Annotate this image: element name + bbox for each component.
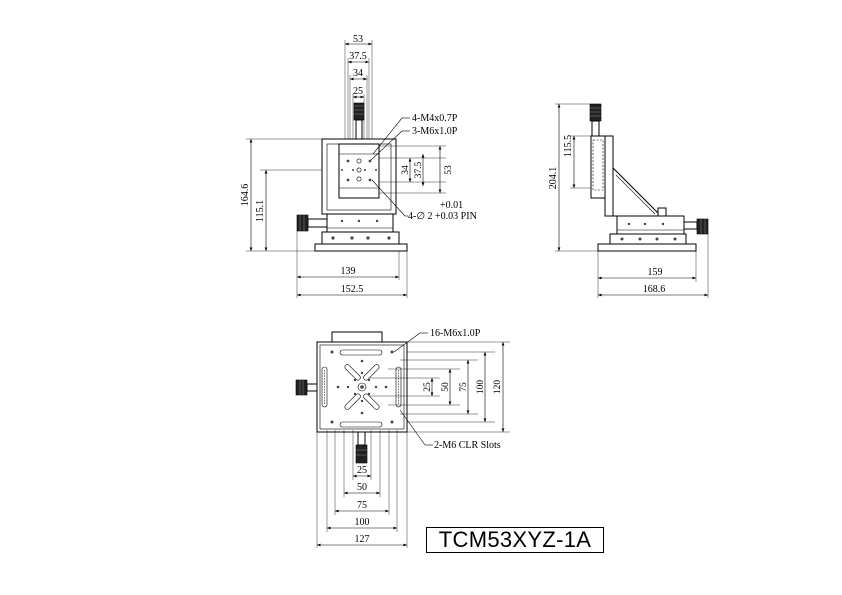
dim-front-top-37-5: 37.5 [349,51,367,62]
callout-4-m4-thread: 4-M4x0.7P [412,113,458,124]
dim-top-right-100: 100 [476,380,486,395]
front-view: 53 37.5 34 25 [240,34,477,298]
dim-side-159: 159 [648,267,663,278]
dim-side-168-6: 168.6 [643,284,666,295]
callout-16-m6-thread: 16-M6x1.0P [430,328,481,339]
dim-front-bottom-139: 139 [341,266,356,277]
dim-front-left-164-6: 164.6 [240,184,251,207]
dim-top-bottom-75: 75 [357,500,367,511]
dim-front-left-115-1: 115.1 [255,200,266,222]
top-view: 16-M6x1.0P 2-M6 CLR Slots 25 50 75 100 1… [295,328,510,548]
dim-front-top-53: 53 [353,34,363,45]
dim-top-bottom-100: 100 [355,517,370,528]
dim-front-top-25: 25 [353,86,363,97]
dim-top-right-75: 75 [459,382,469,392]
side-view: 115.5 204.1 159 168.6 [548,103,709,298]
dim-front-top-34: 34 [353,68,363,79]
dim-top-right-25: 25 [423,382,433,392]
callout-3-m6-thread: 3-M6x1.0P [412,126,458,137]
dim-top-bottom-50: 50 [357,482,367,493]
dim-side-204-1: 204.1 [548,167,559,190]
dim-front-bottom-152-5: 152.5 [341,284,364,295]
dim-top-bottom-127: 127 [355,534,370,545]
pin-tolerance-upper: +0.01 [440,200,463,211]
dim-top-right-120: 120 [493,380,503,395]
dim-top-right-50: 50 [441,382,451,392]
callout-clr-slots: 2-M6 CLR Slots [434,440,501,451]
model-label: TCM53XYZ-1A [438,527,592,552]
dim-front-right-37-5: 37.5 [414,161,424,178]
dim-front-right-34: 34 [401,165,411,175]
callout-pin: 4-∅ 2 +0.03 PIN [408,211,477,222]
model-title-box: TCM53XYZ-1A [426,527,604,553]
dim-top-bottom-25: 25 [357,465,367,476]
dim-side-115-5: 115.5 [563,135,574,157]
dim-front-right-53: 53 [444,165,454,175]
